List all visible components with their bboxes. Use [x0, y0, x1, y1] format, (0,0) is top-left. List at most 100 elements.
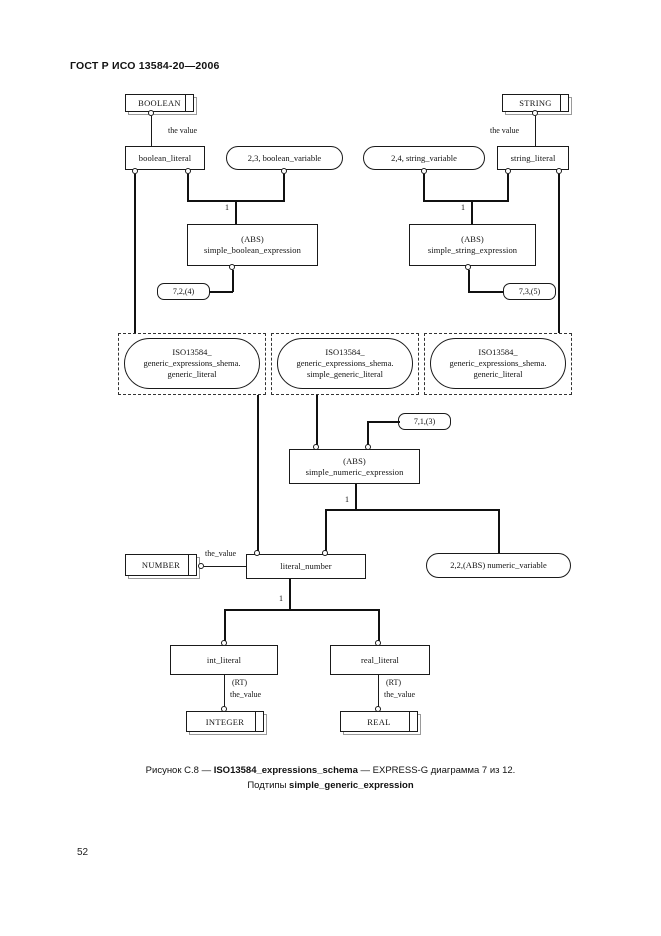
simple-boolean-expression-abs: (ABS) [241, 234, 264, 244]
page-ref-7-1-3-label: 7,1,(3) [413, 417, 436, 426]
caption2-entity-name: simple_generic_expression [289, 780, 414, 791]
entity-simple-string-expression: (ABS) simple_string_expression [409, 224, 536, 266]
edge-label-one-boolean: 1 [225, 203, 229, 212]
simple-string-expression-abs: (ABS) [461, 234, 484, 244]
edge-generic-literal-down-to-literal-number [257, 395, 259, 558]
entity-int-literal: int_literal [170, 645, 278, 675]
entity-simple-boolean-expression: (ABS) simple_boolean_expression [187, 224, 318, 266]
edge-bool-ref-horizontal [209, 291, 233, 293]
figure-caption: Рисунок С.8 — ISO13584_expressions_schem… [0, 763, 661, 793]
oval-numeric-variable-label: 2,2,(ABS) numeric_variable [450, 560, 547, 570]
edge-string-supertype-stem [471, 200, 473, 224]
page-ref-7-2-4[interactable]: 7,2,(4) [157, 283, 210, 300]
subtype-circle-boolean-literal-right [185, 168, 191, 174]
subtype-circle-boolean-variable [281, 168, 287, 174]
attr-circle-string [532, 110, 538, 116]
circle-simple-string-expression-bottom [465, 264, 471, 270]
entity-boolean-literal: boolean_literal [125, 146, 205, 170]
schema-ref-3-line3: generic_literal [473, 369, 523, 379]
edge-label-one-string: 1 [461, 203, 465, 212]
edge-boolean-to-literal [151, 116, 152, 146]
figure-caption-line2: Подтипы simple_generic_expression [0, 778, 661, 793]
edge-real-literal-to-real [378, 675, 379, 709]
document-header: ГОСТ Р ИСО 13584-20—2006 [70, 60, 220, 72]
edge-label-the-value-int: the_value [230, 690, 262, 699]
defined-type-integer: INTEGER [186, 711, 267, 735]
schema-ref-2-line2: generic_expressions_shema. [296, 358, 394, 368]
schema-ref-3-line2: generic_expressions_shema. [449, 358, 547, 368]
edge-string-literal-up [507, 174, 509, 201]
entity-int-literal-label: int_literal [206, 654, 242, 665]
edge-literal-number-stem [289, 579, 291, 610]
edge-label-the-value-string: the value [490, 126, 520, 135]
edge-label-the-value-boolean: the value [168, 126, 198, 135]
oval-numeric-variable: 2,2,(ABS) numeric_variable [426, 553, 571, 578]
page-ref-7-3-5-label: 7,3,(5) [518, 287, 541, 296]
subtype-circle-string-variable [421, 168, 427, 174]
real-type-tab [409, 711, 418, 732]
schema-ref-1-line3: generic_literal [167, 369, 217, 379]
circle-simple-boolean-expression-bottom [229, 264, 235, 270]
attr-circle-number [198, 563, 204, 569]
caption2-prefix: Подтипы [247, 780, 290, 791]
edge-to-real-literal [378, 609, 380, 645]
schema-ref-1-line1: ISO13584_ [172, 347, 212, 357]
schema-ref-2-line1: ISO13584_ [325, 347, 365, 357]
oval-boolean-variable-label: 2,3, boolean_variable [247, 152, 322, 163]
edge-bool-supertype-stem [235, 200, 237, 224]
boolean-type-tab [185, 94, 194, 112]
entity-string-literal-label: string_literal [510, 152, 556, 163]
defined-type-boolean-label: BOOLEAN [125, 94, 194, 112]
edge-label-rt-int: (RT) [232, 678, 248, 687]
subtype-circle-string-literal-right [556, 168, 562, 174]
simple-string-expression-label: simple_string_expression [427, 245, 518, 255]
entity-real-literal: real_literal [330, 645, 430, 675]
figure-caption-line1: Рисунок С.8 — ISO13584_expressions_schem… [0, 763, 661, 778]
entity-real-literal-label: real_literal [360, 654, 399, 665]
entity-simple-numeric-expression: (ABS) simple_numeric_expression [289, 449, 420, 484]
edge-to-literal-number [325, 509, 327, 553]
circle-literal-number-left [254, 550, 260, 556]
edge-string-variable-up [423, 174, 425, 201]
edge-label-rt-real: (RT) [386, 678, 402, 687]
caption-prefix: Рисунок С.8 — [145, 765, 214, 776]
simple-numeric-expression-label: simple_numeric_expression [305, 466, 404, 477]
edge-label-one-numeric: 1 [345, 495, 349, 504]
entity-literal-number-label: literal_number [280, 561, 332, 571]
edge-int-literal-to-integer [224, 675, 225, 709]
edge-boolean-literal-to-generic-literal [134, 174, 136, 333]
edge-simple-generic-literal-down [316, 395, 318, 449]
page-ref-7-3-5[interactable]: 7,3,(5) [503, 283, 556, 300]
edge-numeric-expr-stem [355, 484, 357, 510]
edge-numeric-ref-vertical [367, 421, 369, 447]
edge-bool-expr-to-ref [232, 270, 234, 292]
defined-type-number-label: NUMBER [125, 554, 197, 576]
edge-label-one-literal-number: 1 [279, 594, 283, 603]
edge-label-the-value-real: the_value [384, 690, 416, 699]
number-type-tab [188, 554, 197, 576]
edge-numeric-subtype-bar [325, 509, 499, 511]
simple-boolean-expression-label: simple_boolean_expression [204, 245, 301, 255]
caption-schema-name: ISO13584_expressions_schema [213, 765, 358, 776]
string-type-tab [560, 94, 569, 112]
caption-suffix: — EXPRESS-G диаграмма 7 из 12. [357, 765, 516, 776]
edge-to-int-literal [224, 609, 226, 645]
edge-number-to-literal-number [204, 566, 246, 567]
integer-type-tab [255, 711, 264, 732]
edge-to-numeric-variable [498, 509, 500, 553]
edge-string-expr-to-ref [468, 270, 470, 292]
oval-boolean-variable: 2,3, boolean_variable [226, 146, 343, 170]
edge-label-the-value-number: the_value [205, 549, 237, 558]
page-number: 52 [77, 847, 89, 858]
edge-string-to-literal [535, 116, 536, 146]
page-ref-7-2-4-label: 7,2,(4) [172, 287, 195, 296]
defined-type-real-label: REAL [340, 711, 418, 732]
page-ref-7-1-3[interactable]: 7,1,(3) [398, 413, 451, 430]
oval-string-variable: 2,4, string_variable [363, 146, 485, 170]
subtype-circle-string-literal-left [505, 168, 511, 174]
edge-bool-variable-up [283, 174, 285, 201]
edge-literal-number-subtype-bar [224, 609, 379, 611]
edge-string-supertype-bar [423, 200, 509, 202]
schema-ref-1-line2: generic_expressions_shema. [143, 358, 241, 368]
